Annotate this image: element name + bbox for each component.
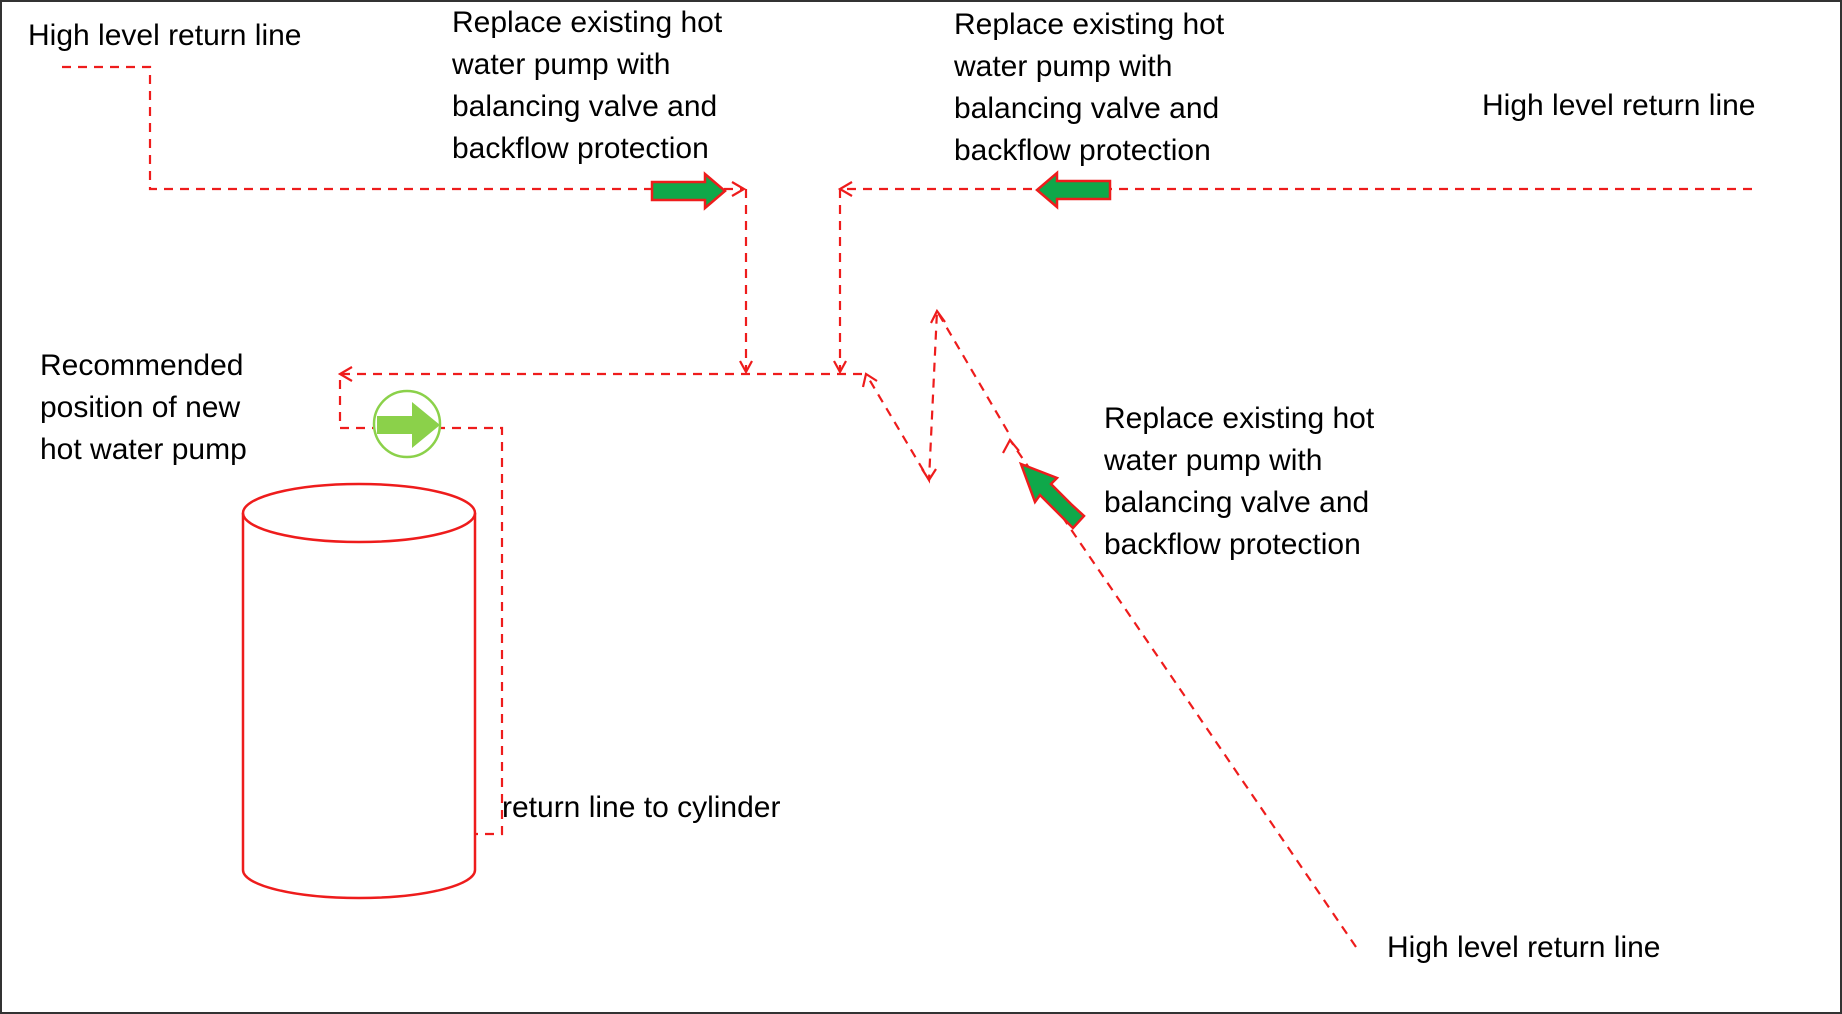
label-high-level-return-bottom: High level return line	[1387, 931, 1661, 964]
arrowhead-bottom-right-upper	[1002, 438, 1020, 454]
label-return-line-to-cylinder: return line to cylinder	[502, 791, 781, 824]
arrowhead-zigzag-left	[861, 372, 878, 388]
label-high-level-return-top-left: High level return line	[28, 19, 302, 52]
cylinder-icon	[241, 482, 477, 900]
arrowhead-drop-left	[739, 360, 753, 375]
label-replace-pump-top-right: Replace existing hot water pump with bal…	[954, 8, 1225, 167]
new-pump-icon	[372, 389, 442, 459]
arrowhead-top-left-horizontal	[731, 181, 747, 197]
return-line-zigzag	[865, 307, 1009, 484]
label-high-level-return-top-right: High level return line	[1482, 89, 1756, 122]
existing-pump-arrow-top-right	[1035, 170, 1112, 210]
return-line-top-left	[62, 65, 744, 191]
arrowhead-zigzag-bottom	[921, 468, 937, 483]
existing-pump-arrow-bottom-right	[1018, 461, 1086, 530]
arrowhead-main-header	[337, 366, 353, 382]
existing-pump-arrow-top-left	[650, 171, 727, 211]
label-recommended-position: Recommended position of new hot water pu…	[40, 349, 247, 466]
label-replace-pump-top-left: Replace existing hot water pump with bal…	[452, 6, 723, 165]
label-replace-pump-right: Replace existing hot water pump with bal…	[1104, 402, 1375, 561]
arrowhead-zigzag-top	[930, 308, 946, 324]
return-line-bottom-right	[1009, 439, 1357, 948]
arrowhead-drop-right	[833, 360, 847, 375]
